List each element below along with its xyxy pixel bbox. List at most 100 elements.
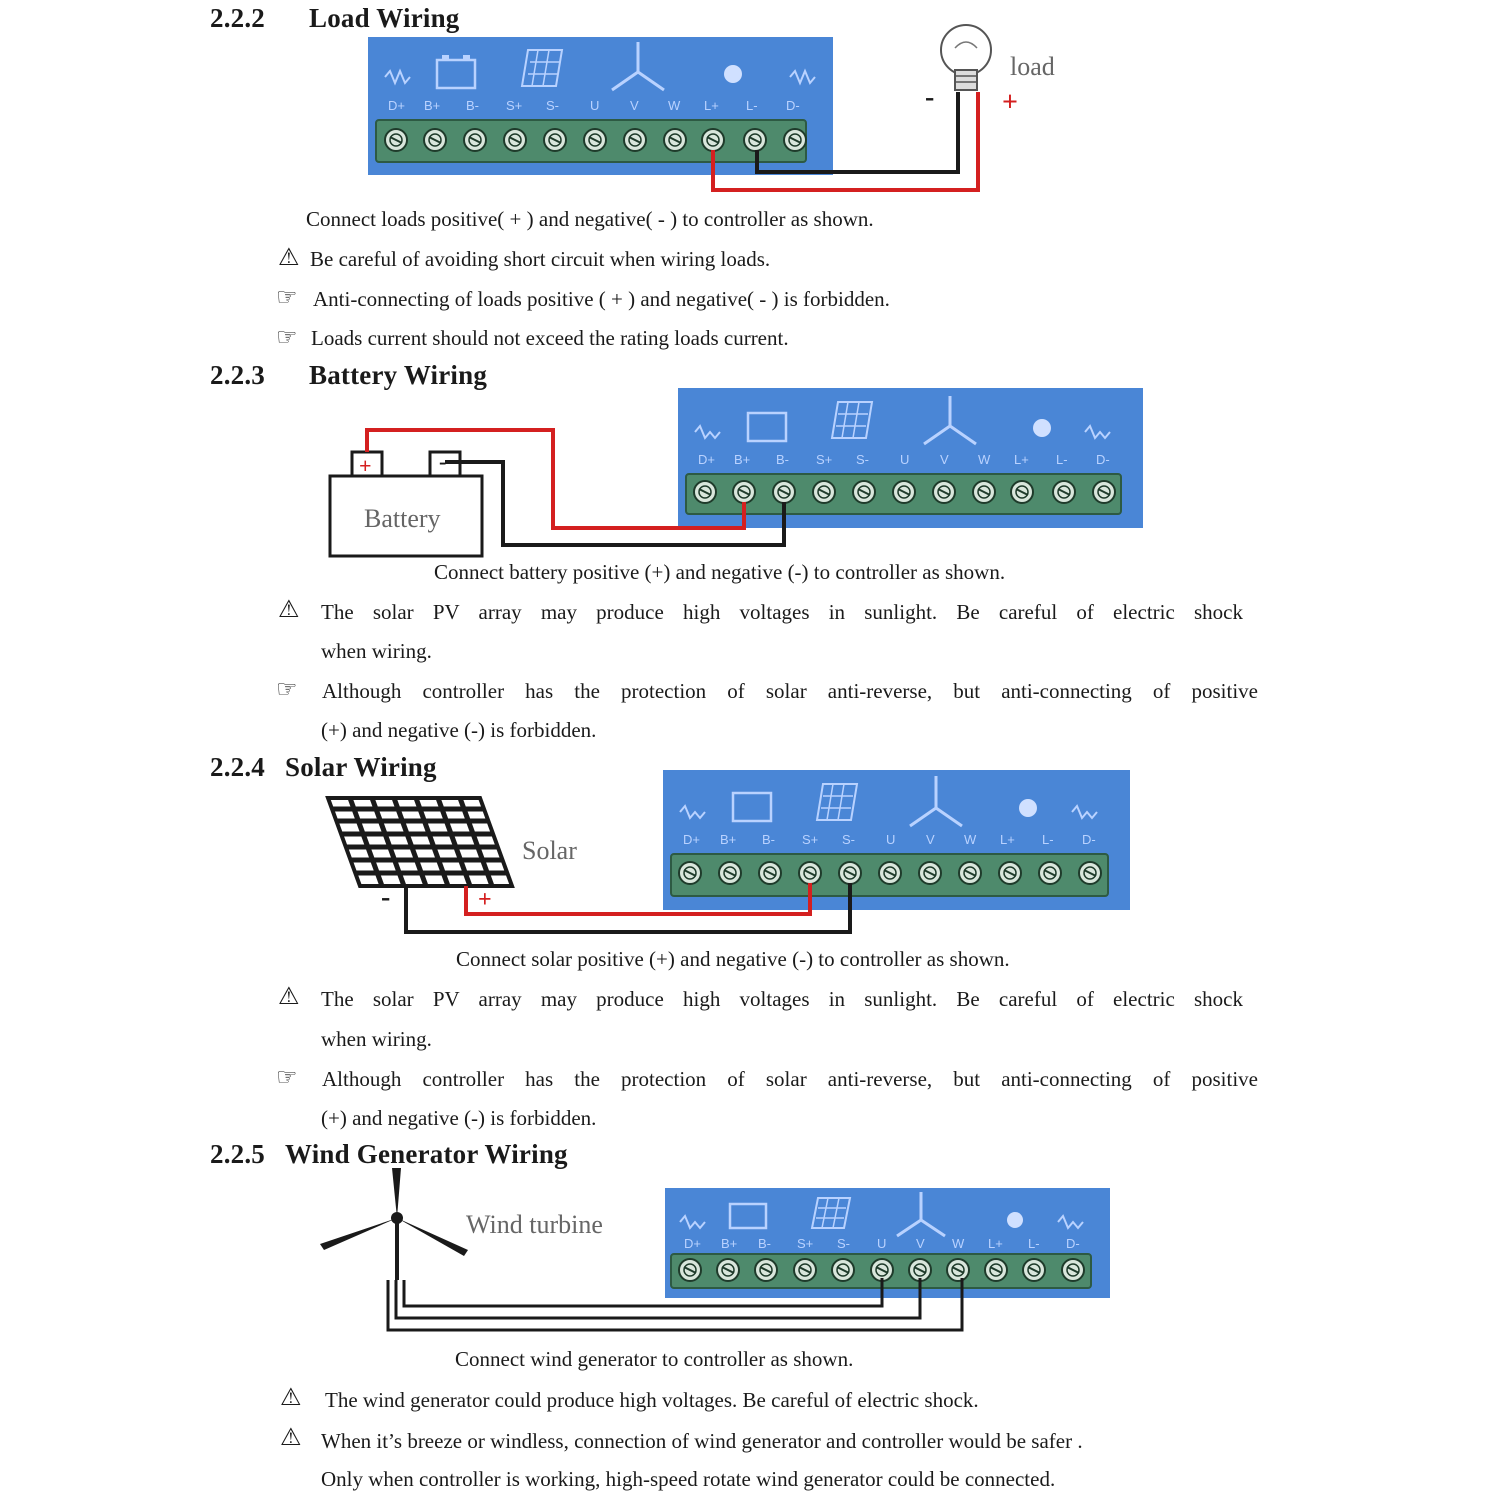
section-heading-load: 2.2.2 Load Wiring <box>210 3 460 34</box>
controller-panel-battery: D+ B+ B- S+ S- U V W L+ L- D- <box>678 388 1143 528</box>
wind-note-2-cont: Only when controller is working, high-sp… <box>321 1467 1056 1491</box>
pointing-hand-icon: ☞ <box>276 677 298 703</box>
controller-panel-load: D+ B+ B- S+ S- U V W L+ L- D- <box>368 37 833 175</box>
wind-note-1: The wind generator could produce high vo… <box>325 1388 979 1412</box>
terminal-label: U <box>877 1236 886 1251</box>
section-heading-solar: 2.2.4 Solar Wiring <box>210 752 437 783</box>
terminal-label: S+ <box>816 452 832 467</box>
solar-note-2: Although controller has the protection o… <box>322 1067 1258 1091</box>
section-title: Load Wiring <box>309 3 460 33</box>
wind-turbine-icon <box>320 1168 468 1280</box>
warning-icon: ⚠ <box>280 1425 302 1451</box>
solar-panel-icon <box>325 796 515 888</box>
pointing-hand-icon: ☞ <box>276 1065 298 1091</box>
load-caption: Connect loads positive( + ) and negative… <box>306 207 874 231</box>
terminal-label: L+ <box>704 98 719 113</box>
section-number: 2.2.2 <box>210 3 265 33</box>
terminal-label: L- <box>1028 1236 1040 1251</box>
solar-note-1-cont: when wiring. <box>321 1027 432 1051</box>
terminal-label: D- <box>1096 452 1110 467</box>
load-note-1: Be careful of avoiding short circuit whe… <box>310 247 771 271</box>
battery-note-1: The solar PV array may produce high volt… <box>321 600 1243 624</box>
terminal-label: S+ <box>797 1236 813 1251</box>
terminal-label: S+ <box>802 832 818 847</box>
terminal-label: V <box>916 1236 925 1251</box>
load-minus-sign: - <box>925 82 935 113</box>
terminal-label: D+ <box>388 98 405 113</box>
terminal-label: L+ <box>1000 832 1015 847</box>
terminal-label: U <box>886 832 895 847</box>
solar-wires <box>404 883 852 934</box>
terminal-label: W <box>952 1236 965 1251</box>
terminal-label: B- <box>776 452 789 467</box>
battery-plus-sign: + <box>359 453 372 478</box>
terminal-label: U <box>900 452 909 467</box>
load-note-2: Anti-connecting of loads positive ( + ) … <box>313 287 890 311</box>
load-wires <box>711 92 980 192</box>
solar-minus-sign: - <box>381 882 391 913</box>
section-number: 2.2.3 <box>210 360 265 390</box>
terminal-label: D- <box>1066 1236 1080 1251</box>
terminal-label: S- <box>842 832 855 847</box>
solar-note-1: The solar PV array may produce high volt… <box>321 987 1243 1011</box>
battery-minus-sign: - <box>439 449 447 474</box>
terminal-label: B- <box>762 832 775 847</box>
section-heading-wind: 2.2.5 Wind Generator Wiring <box>210 1139 568 1170</box>
battery-note-2-cont: (+) and negative (-) is forbidden. <box>321 718 597 742</box>
solar-label: Solar <box>522 836 577 865</box>
solar-note-2-cont: (+) and negative (-) is forbidden. <box>321 1106 597 1130</box>
terminal-label: W <box>964 832 977 847</box>
terminal-label: B+ <box>720 832 736 847</box>
section-title: Battery Wiring <box>309 360 488 390</box>
wind-wires <box>386 1278 964 1332</box>
section-title: Wind Generator Wiring <box>285 1139 568 1169</box>
terminal-label: D+ <box>698 452 715 467</box>
terminal-label: L+ <box>1014 452 1029 467</box>
battery-note-2: Although controller has the protection o… <box>322 679 1258 703</box>
terminal-label: D- <box>1082 832 1096 847</box>
terminal-label: S- <box>837 1236 850 1251</box>
terminal-label: W <box>978 452 991 467</box>
terminal-label: L+ <box>988 1236 1003 1251</box>
terminal-label: B- <box>758 1236 771 1251</box>
section-number: 2.2.5 <box>210 1139 265 1169</box>
terminal-label: S- <box>546 98 559 113</box>
controller-panel-solar: D+ B+ B- S+ S- U V W L+ L- D- <box>663 770 1130 910</box>
controller-panel-wind: D+ B+ B- S+ S- U V W L+ L- D- <box>665 1188 1110 1298</box>
terminal-label: B+ <box>734 452 750 467</box>
warning-icon: ⚠ <box>278 597 300 623</box>
terminal-label: V <box>926 832 935 847</box>
battery-caption: Connect battery positive (+) and negativ… <box>434 560 1006 584</box>
load-plus-sign: + <box>1002 87 1018 118</box>
section-heading-battery: 2.2.3 Battery Wiring <box>210 360 487 391</box>
terminal-label: L- <box>746 98 758 113</box>
pointing-hand-icon: ☞ <box>276 285 298 311</box>
wind-caption: Connect wind generator to controller as … <box>455 1347 854 1371</box>
solar-caption: Connect solar positive (+) and negative … <box>456 947 1010 971</box>
lightbulb-icon <box>940 24 992 91</box>
terminal-label: U <box>590 98 599 113</box>
terminal-label: L- <box>1042 832 1054 847</box>
section-title: Solar Wiring <box>285 752 437 782</box>
terminal-label: B- <box>466 98 479 113</box>
terminal-label: B+ <box>721 1236 737 1251</box>
warning-icon: ⚠ <box>280 1385 302 1411</box>
pointing-hand-icon: ☞ <box>276 325 298 351</box>
load-label: load <box>1010 52 1055 81</box>
terminal-label: L- <box>1056 452 1068 467</box>
terminal-label: B+ <box>424 98 440 113</box>
load-note-3: Loads current should not exceed the rati… <box>311 326 789 350</box>
warning-icon: ⚠ <box>278 245 300 271</box>
terminal-label: V <box>630 98 639 113</box>
battery-note-1-cont: when wiring. <box>321 639 432 663</box>
warning-icon: ⚠ <box>278 984 300 1010</box>
terminal-label: S- <box>856 452 869 467</box>
solar-plus-sign: + <box>478 887 492 913</box>
terminal-label: S+ <box>506 98 522 113</box>
wind-turbine-label: Wind turbine <box>466 1210 603 1239</box>
terminal-label: D+ <box>683 832 700 847</box>
terminal-label: V <box>940 452 949 467</box>
section-number: 2.2.4 <box>210 752 265 782</box>
terminal-label: D- <box>786 98 800 113</box>
terminal-label: D+ <box>684 1236 701 1251</box>
